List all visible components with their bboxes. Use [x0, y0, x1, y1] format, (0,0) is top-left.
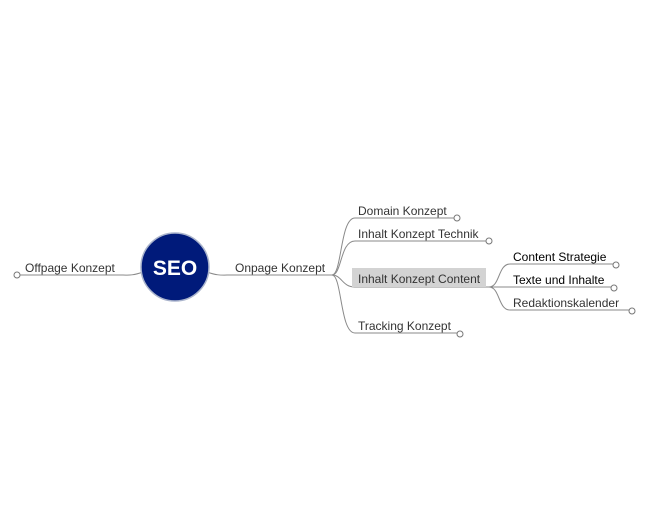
node-inhalt-konzept-content[interactable]: Inhalt Konzept Content	[352, 268, 486, 287]
branch-content-strategie	[488, 263, 616, 288]
node-label-offpage-konzept: Offpage Konzept	[25, 261, 116, 275]
root-node-circle[interactable]	[140, 232, 210, 302]
root-node-label: SEO	[153, 257, 197, 280]
node-label-content-strategie: Content Strategie	[513, 250, 607, 264]
collapse-handle-redaktion[interactable]	[628, 307, 636, 315]
node-domain-konzept[interactable]: Domain Konzept	[358, 204, 461, 222]
node-redaktionskalender[interactable]: Redaktionskalender	[513, 296, 636, 315]
root-node[interactable]: SEO	[140, 232, 210, 302]
node-onpage-konzept[interactable]: Onpage Konzept	[235, 261, 326, 275]
branch-lines	[18, 217, 632, 334]
collapse-handle-domain[interactable]	[453, 214, 461, 222]
collapse-handle-texte[interactable]	[610, 284, 618, 292]
branch-onpage-technik	[331, 240, 489, 276]
selection-highlight	[352, 268, 486, 287]
node-label-redaktionskalender: Redaktionskalender	[513, 296, 619, 310]
node-texte-und-inhalte[interactable]: Texte und Inhalte	[513, 273, 618, 292]
node-label-inhalt-konzept-technik: Inhalt Konzept Technik	[358, 227, 480, 241]
collapse-handle-offpage[interactable]	[13, 271, 21, 279]
branch-content-redaktion	[488, 286, 632, 311]
node-label-domain-konzept: Domain Konzept	[358, 204, 447, 218]
collapse-handle-tracking[interactable]	[456, 330, 464, 338]
collapse-handle-technik[interactable]	[485, 237, 493, 245]
node-label-inhalt-konzept-content: Inhalt Konzept Content	[358, 272, 481, 286]
branch-onpage-tracking	[331, 274, 460, 334]
node-content-strategie[interactable]: Content Strategie	[513, 250, 620, 269]
node-label-tracking-konzept: Tracking Konzept	[358, 319, 452, 333]
node-label-texte-und-inhalte: Texte und Inhalte	[513, 273, 605, 287]
collapse-handle-strategie[interactable]	[612, 261, 620, 269]
node-offpage-konzept[interactable]: Offpage Konzept	[13, 261, 116, 279]
branch-root-onpage	[206, 271, 332, 276]
branch-root-offpage	[18, 271, 144, 276]
node-label-onpage-konzept: Onpage Konzept	[235, 261, 326, 275]
node-inhalt-konzept-technik[interactable]: Inhalt Konzept Technik	[358, 227, 493, 245]
node-tracking-konzept[interactable]: Tracking Konzept	[358, 319, 464, 338]
branch-onpage-domain	[331, 217, 457, 276]
